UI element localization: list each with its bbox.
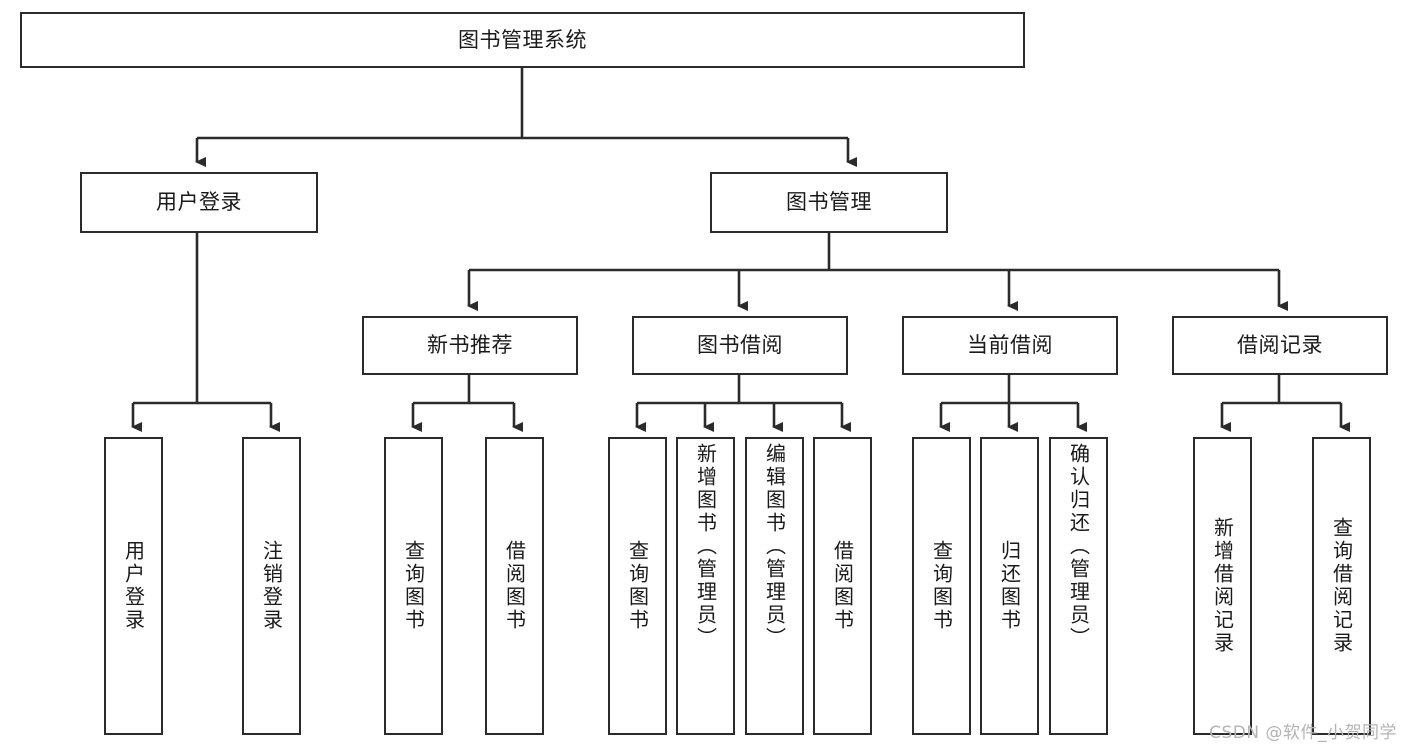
node-leaf-edit-book-label: 编辑图书（管理员）: [762, 443, 787, 650]
node-leaf-return-book-label: 归还图书: [997, 540, 1022, 632]
node-leaf-query-book-current[interactable]: 查询图书: [912, 437, 971, 735]
node-current-borrow-label: 当前借阅: [967, 333, 1053, 358]
node-leaf-return-book[interactable]: 归还图书: [980, 437, 1039, 735]
node-leaf-user-login[interactable]: 用户登录: [104, 437, 163, 735]
node-user-login-label: 用户登录: [156, 190, 242, 215]
node-leaf-query-book-recommend[interactable]: 查询图书: [384, 437, 443, 735]
node-leaf-logout-label: 注销登录: [259, 540, 284, 632]
node-leaf-logout[interactable]: 注销登录: [242, 437, 301, 735]
node-leaf-query-book-recommend-label: 查询图书: [401, 540, 426, 632]
node-leaf-add-borrow-record[interactable]: 新增借阅记录: [1193, 437, 1252, 735]
node-leaf-add-book[interactable]: 新增图书（管理员）: [676, 437, 735, 735]
node-borrow-record[interactable]: 借阅记录: [1172, 316, 1388, 375]
node-book-management[interactable]: 图书管理: [710, 172, 948, 233]
node-leaf-query-book-borrow[interactable]: 查询图书: [608, 437, 667, 735]
node-leaf-borrow-book-label: 借阅图书: [830, 540, 855, 632]
node-book-borrow[interactable]: 图书借阅: [632, 316, 848, 375]
node-leaf-user-login-label: 用户登录: [121, 540, 146, 632]
node-borrow-record-label: 借阅记录: [1237, 333, 1323, 358]
node-new-book-recommend-label: 新书推荐: [427, 333, 513, 358]
node-leaf-confirm-return-label: 确认归还（管理员）: [1066, 443, 1091, 650]
node-leaf-query-borrow-record[interactable]: 查询借阅记录: [1312, 437, 1371, 735]
node-leaf-confirm-return[interactable]: 确认归还（管理员）: [1049, 437, 1108, 735]
node-leaf-query-book-current-label: 查询图书: [929, 540, 954, 632]
node-leaf-edit-book[interactable]: 编辑图书（管理员）: [745, 437, 804, 735]
node-new-book-recommend[interactable]: 新书推荐: [362, 316, 578, 375]
node-current-borrow[interactable]: 当前借阅: [902, 316, 1118, 375]
node-leaf-borrow-book[interactable]: 借阅图书: [813, 437, 872, 735]
node-user-login[interactable]: 用户登录: [80, 172, 318, 233]
node-leaf-borrow-book-recommend-label: 借阅图书: [502, 540, 527, 632]
node-root-system-label: 图书管理系统: [458, 27, 587, 52]
node-leaf-add-book-label: 新增图书（管理员）: [693, 443, 718, 650]
node-root-system[interactable]: 图书管理系统: [20, 12, 1025, 68]
node-book-management-label: 图书管理: [786, 190, 872, 215]
node-leaf-add-borrow-record-label: 新增借阅记录: [1210, 517, 1235, 655]
node-leaf-borrow-book-recommend[interactable]: 借阅图书: [485, 437, 544, 735]
node-book-borrow-label: 图书借阅: [697, 333, 783, 358]
node-leaf-query-borrow-record-label: 查询借阅记录: [1329, 517, 1354, 655]
node-leaf-query-book-borrow-label: 查询图书: [625, 540, 650, 632]
